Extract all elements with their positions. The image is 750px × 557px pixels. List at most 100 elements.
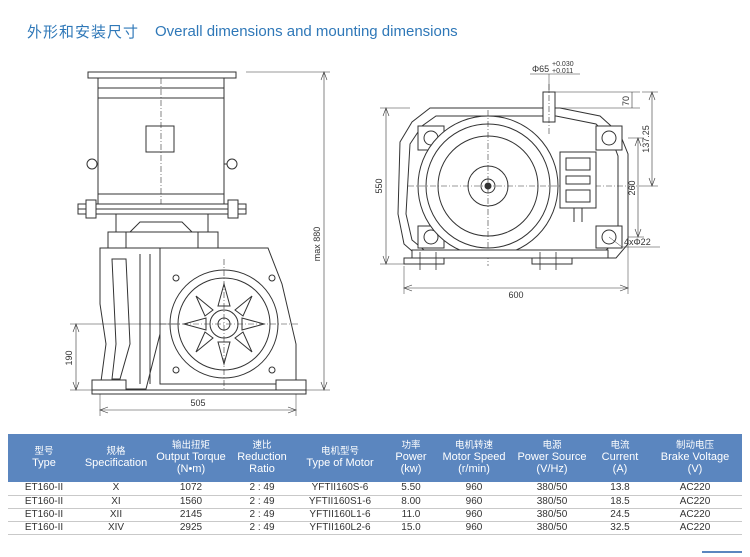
table-cell: XI [80, 495, 152, 509]
column-header-en: Power [395, 451, 427, 463]
table-cell: 380/50 [512, 482, 592, 496]
dim-550: 550 [374, 178, 384, 193]
table-cell: 2 : 49 [230, 495, 294, 509]
table-cell: 11.0 [386, 508, 436, 522]
column-header-en: Power Source [517, 451, 587, 463]
page-title: 外形和安装尺寸 Overall dimensions and mounting … [27, 18, 458, 44]
table-cell: 960 [436, 521, 512, 535]
column-header-en: Output Torque [156, 451, 226, 463]
dim-holes: 4xΦ22 [624, 237, 651, 247]
table-cell: 1560 [152, 495, 230, 509]
column-header-unit: (N•m) [176, 463, 206, 475]
table-cell: X [80, 482, 152, 496]
table-cell: 18.5 [592, 495, 648, 509]
column-header-unit: (kw) [400, 463, 422, 475]
table-cell: 1072 [152, 482, 230, 496]
table-cell: AC220 [648, 521, 742, 535]
column-header-cn: 输出扭矩 [171, 440, 210, 451]
column-header-cn: 电机型号 [320, 446, 359, 457]
table-cell: 960 [436, 508, 512, 522]
dim-137: 137.25 [641, 125, 651, 153]
column-header-cn: 速比 [252, 440, 272, 451]
side-view [380, 73, 660, 294]
table-cell: 2925 [152, 521, 230, 535]
front-view [70, 71, 330, 416]
table-cell: YFTII160S-6 [294, 482, 386, 496]
column-header-en: Motor Speed [442, 451, 506, 463]
column-header-en: Type [32, 457, 56, 469]
dim-shaft: Φ65 [532, 64, 549, 74]
table-cell: 24.5 [592, 508, 648, 522]
column-header-en: Reduction [237, 451, 287, 463]
table-cell: ET160-II [8, 508, 80, 522]
table-cell: AC220 [648, 495, 742, 509]
column-header-cn: 规格 [106, 446, 126, 457]
dim-260: 260 [627, 180, 637, 195]
table-cell: 2 : 49 [230, 508, 294, 522]
table-cell: 2 : 49 [230, 482, 294, 496]
table-cell: ET160-II [8, 521, 80, 535]
title-english: Overall dimensions and mounting dimensio… [155, 22, 458, 40]
table-cell: ET160-II [8, 482, 80, 496]
table-cell: 380/50 [512, 521, 592, 535]
table-cell: 13.8 [592, 482, 648, 496]
dim-190: 190 [64, 350, 74, 365]
table-cell: YFTII160S1-6 [294, 495, 386, 509]
column-header-en: Brake Voltage [660, 451, 730, 463]
table-cell: YFTII160L1-6 [294, 508, 386, 522]
table-cell: XIV [80, 521, 152, 535]
dim-tol-lower: +0.011 [552, 68, 573, 75]
column-header-cn: 制动电压 [675, 440, 714, 451]
table-cell: AC220 [648, 482, 742, 496]
column-header-unit: (A) [612, 463, 628, 475]
page-marker [702, 551, 742, 557]
column-header-cn: 型号 [34, 446, 54, 457]
table-cell: 380/50 [512, 508, 592, 522]
table-cell: 15.0 [386, 521, 436, 535]
table-cell: YFTII160L2-6 [294, 521, 386, 535]
dim-tol-upper: +0.030 [552, 61, 574, 68]
column-header-unit: Ratio [249, 463, 275, 475]
column-header-unit: (V/Hz) [536, 463, 568, 475]
column-header-cn: 电机转速 [454, 440, 493, 451]
column-header-cn: 电源 [542, 440, 562, 451]
column-header-unit: (r/min) [458, 463, 490, 475]
dim-70: 70 [621, 96, 631, 106]
table-cell: 32.5 [592, 521, 648, 535]
dim-max-880: max 880 [312, 227, 322, 262]
table-cell: AC220 [648, 508, 742, 522]
column-header-cn: 电流 [610, 440, 630, 451]
column-header-cn: 功率 [401, 440, 421, 451]
column-header-en: Specification [84, 457, 148, 469]
table-cell: 2 : 49 [230, 521, 294, 535]
table-cell: 960 [436, 495, 512, 509]
table-cell: ET160-II [8, 495, 80, 509]
dim-600: 600 [508, 290, 523, 300]
table-cell: 5.50 [386, 482, 436, 496]
technical-drawing: max 880 190 505 550 600 70 137.25 260 4x… [0, 44, 750, 424]
column-header-en: Type of Motor [306, 457, 374, 469]
table-cell: 8.00 [386, 495, 436, 509]
table-cell: 380/50 [512, 495, 592, 509]
table-cell: 960 [436, 482, 512, 496]
dim-505: 505 [190, 398, 205, 408]
table-cell: XII [80, 508, 152, 522]
column-header-unit: (V) [687, 463, 703, 475]
column-header-en: Current [601, 451, 639, 463]
